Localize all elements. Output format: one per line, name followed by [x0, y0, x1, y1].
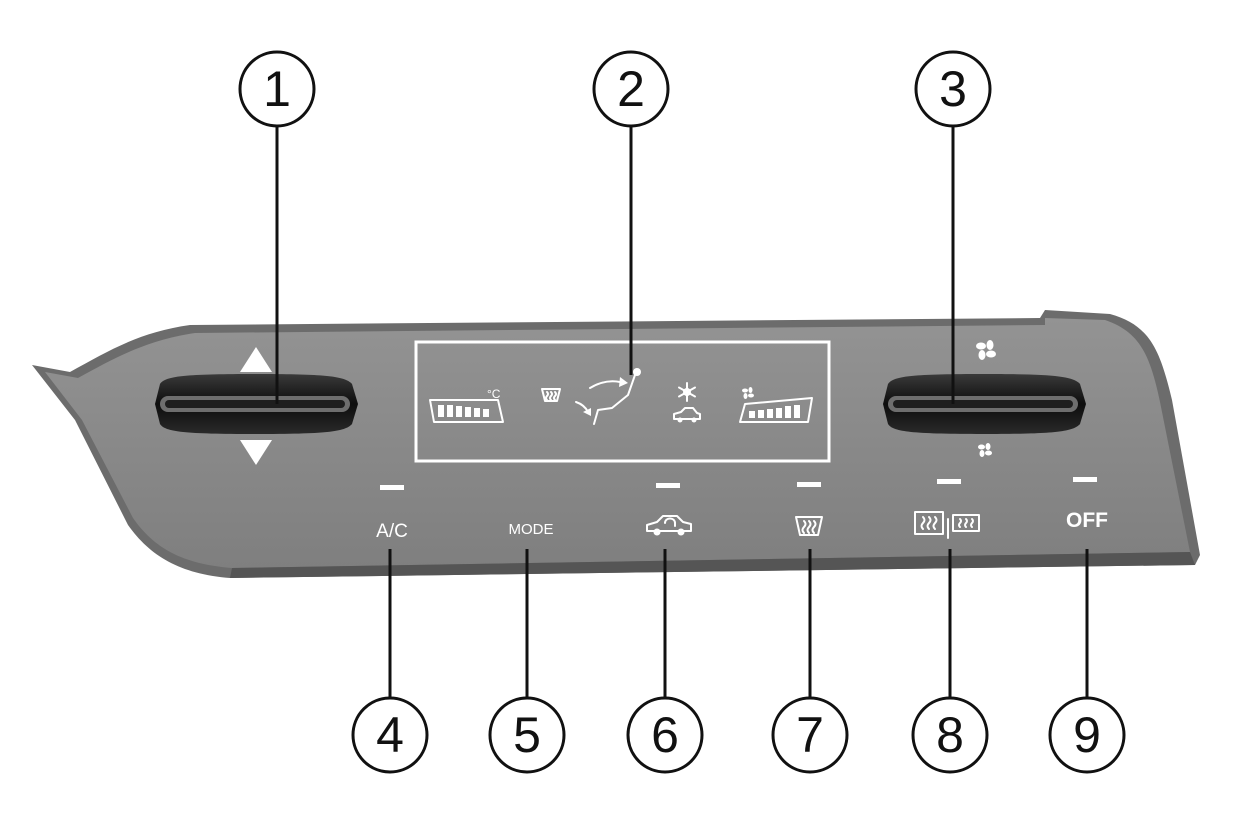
- indicator-lights: [380, 477, 1097, 490]
- svg-text:2: 2: [617, 61, 645, 117]
- down-arrow-icon: [240, 440, 272, 465]
- svg-text:7: 7: [796, 707, 824, 763]
- leader-lines: [275, 126, 1089, 698]
- callout-3: 3: [914, 50, 992, 128]
- svg-text:3: 3: [939, 61, 967, 117]
- temperature-wheel[interactable]: [155, 374, 358, 434]
- off-button[interactable]: OFF: [1066, 509, 1108, 532]
- panel-face: [45, 318, 1190, 568]
- callout-4: 4: [351, 696, 429, 774]
- off-button-label: OFF: [1066, 509, 1108, 532]
- airflow-mode-icon: [575, 368, 641, 425]
- fan-speed-wheel[interactable]: [883, 374, 1086, 434]
- svg-text:5: 5: [513, 707, 541, 763]
- off-indicator: [1073, 477, 1097, 482]
- front-defrost-icon[interactable]: [795, 516, 823, 536]
- rear-defrost-icon[interactable]: [914, 511, 980, 539]
- fan-speed-bar-icon: [739, 387, 813, 423]
- mode-button-label: MODE: [509, 521, 554, 538]
- callout-1: 1: [238, 50, 316, 128]
- svg-text:4: 4: [376, 707, 404, 763]
- ac-indicator: [380, 485, 404, 490]
- svg-text:9: 9: [1073, 707, 1101, 763]
- recirc-indicator: [656, 483, 680, 488]
- mode-button[interactable]: MODE: [509, 521, 554, 538]
- rear-defrost-indicator: [937, 479, 961, 484]
- svg-text:6: 6: [651, 707, 679, 763]
- display-window: °C: [414, 340, 831, 463]
- ac-snowflake-icon: [678, 382, 696, 402]
- ac-button-label: A/C: [376, 521, 408, 542]
- temperature-bar-icon: [429, 399, 504, 423]
- temp-unit-label: °C: [487, 387, 501, 401]
- recirculation-button[interactable]: [646, 515, 692, 536]
- callout-8: 8: [911, 696, 989, 774]
- callout-7: 7: [771, 696, 849, 774]
- defrost-indicator: [797, 482, 821, 487]
- fan-icon: [976, 340, 996, 360]
- svg-text:1: 1: [263, 61, 291, 117]
- up-arrow-icon: [240, 347, 272, 372]
- ac-button[interactable]: A/C: [376, 521, 408, 542]
- callout-6: 6: [626, 696, 704, 774]
- recirculation-icon: [673, 407, 701, 423]
- callout-9: 9: [1048, 696, 1126, 774]
- callout-2: 2: [592, 50, 670, 128]
- windshield-defrost-icon: [541, 388, 561, 402]
- callout-5: 5: [488, 696, 566, 774]
- fan-small-icon: [978, 443, 992, 457]
- svg-text:8: 8: [936, 707, 964, 763]
- control-panel: [32, 310, 1200, 578]
